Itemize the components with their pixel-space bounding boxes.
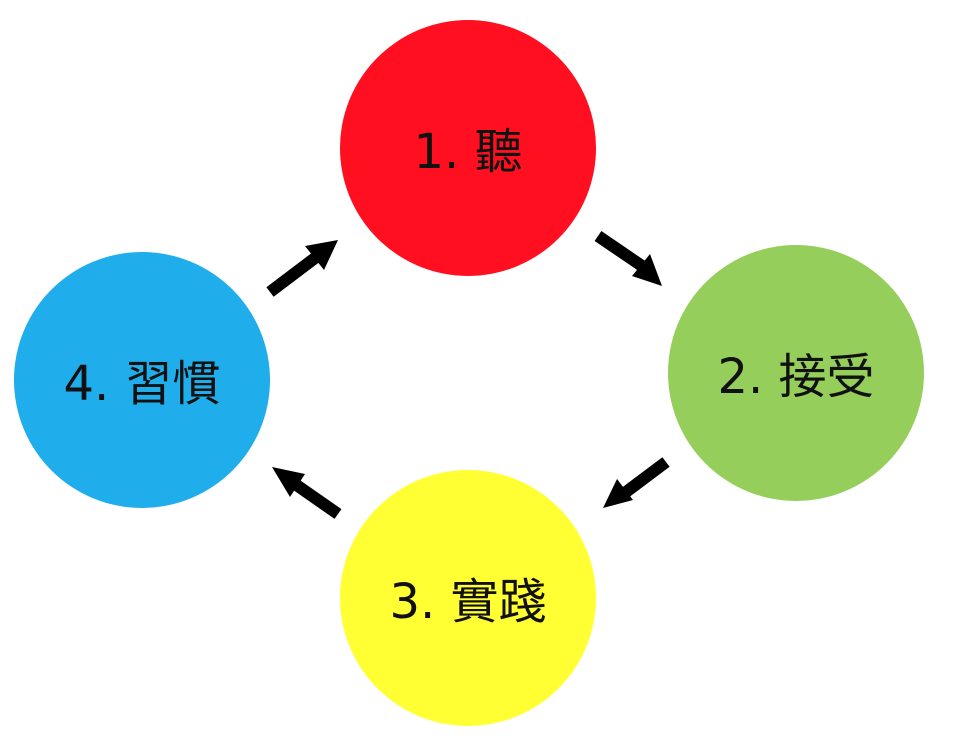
arrow-head	[305, 240, 338, 270]
node-step-3-label: 3. 實踐	[389, 574, 546, 630]
arrow-head	[603, 479, 633, 508]
node-step-3-circle	[340, 470, 596, 726]
node-step-1-label: 1. 聽	[413, 124, 522, 180]
edge-step-2-to-step-3	[603, 457, 670, 508]
node-step-2-label: 2. 接受	[717, 349, 874, 405]
arrow-head	[272, 467, 305, 497]
node-step-2-circle	[668, 245, 924, 501]
edge-step-1-to-step-2	[594, 231, 662, 286]
node-step-3: 3. 實踐	[340, 470, 596, 726]
node-step-4-label: 4. 習慣	[63, 356, 220, 412]
node-step-4: 4. 習慣	[14, 252, 270, 508]
node-step-1: 1. 聽	[340, 20, 596, 276]
node-step-2: 2. 接受	[668, 245, 924, 501]
arrow-shaft	[594, 231, 646, 271]
arrow-shaft	[266, 253, 319, 297]
node-step-4-circle	[14, 252, 270, 508]
edge-step-3-to-step-4	[272, 467, 342, 519]
node-step-1-circle	[340, 20, 596, 276]
arrow-head	[632, 254, 662, 286]
edge-step-4-to-step-1	[266, 240, 338, 297]
arrow-shaft	[291, 479, 342, 519]
arrow-shaft	[622, 457, 670, 497]
